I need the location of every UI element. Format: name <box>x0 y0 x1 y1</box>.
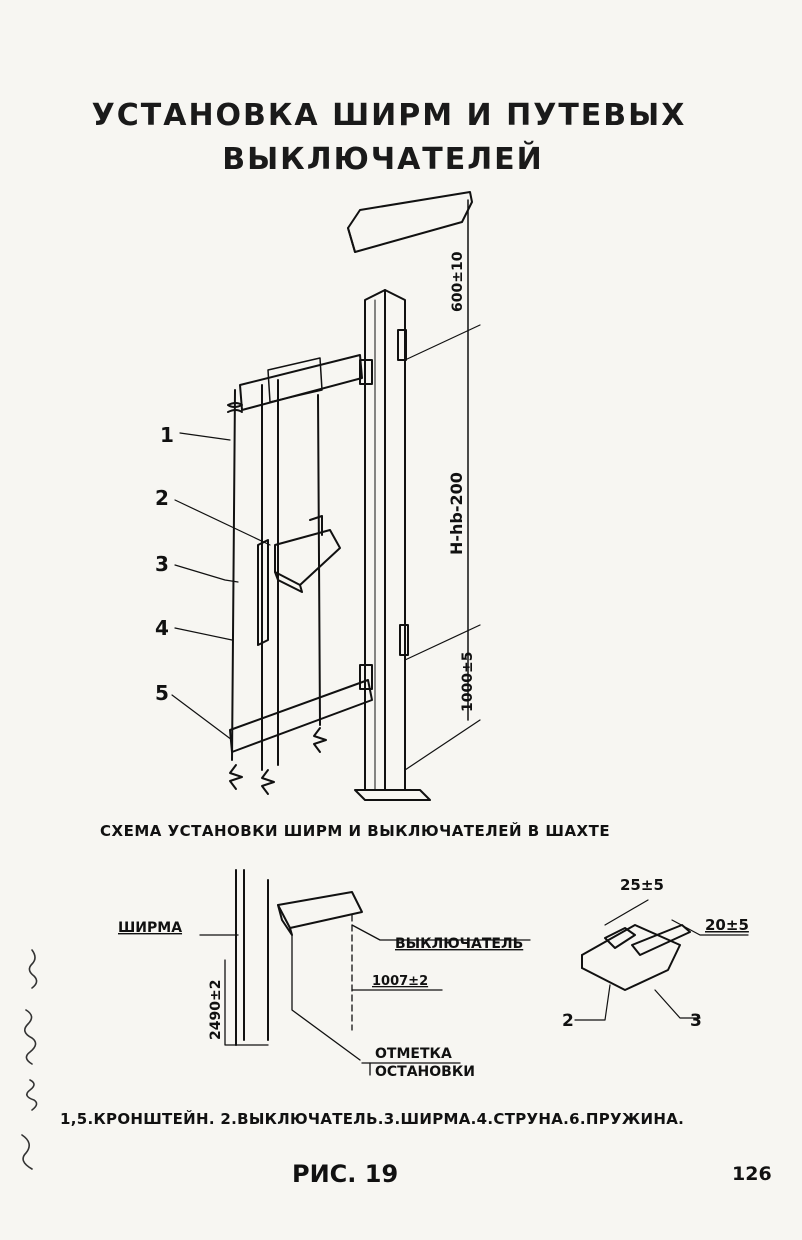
dim-600: 600±10 <box>450 251 466 312</box>
figure-number: РИС. 19 <box>292 1160 399 1188</box>
screen-plate <box>257 539 269 646</box>
schema-switch <box>277 891 363 929</box>
callout-4: 4 <box>155 616 169 640</box>
dim-2490: 2490±2 <box>208 980 224 1040</box>
post-clamp-bottom <box>359 664 373 690</box>
cabin-roof-slab <box>347 191 473 253</box>
callout-2: 2 <box>155 486 169 510</box>
callout-5: 5 <box>155 681 169 705</box>
page-title-line1: УСТАНОВКА ШИРМ И ПУТЕВЫХ <box>91 98 687 133</box>
detail-screen <box>631 924 691 956</box>
dim-25: 25±5 <box>620 876 664 894</box>
label-shirma: ШИРМА <box>118 920 182 936</box>
detail-callout-3: 3 <box>690 1011 702 1031</box>
limit-switch <box>274 529 341 586</box>
callout-3: 3 <box>155 552 169 576</box>
dim-20: 20±5 <box>705 916 749 934</box>
stop-mark-line2: ОСТАНОВКИ <box>375 1064 475 1080</box>
callout-1: 1 <box>160 423 174 447</box>
page-number: 126 <box>732 1163 772 1185</box>
upper-bracket <box>239 354 363 411</box>
detail-bracket <box>581 924 681 991</box>
dim-1007: 1007±2 <box>372 974 428 989</box>
dim-h-hb-200: H-hb-200 <box>447 472 466 555</box>
handwritten-stamp <box>21 949 38 1170</box>
string-left <box>231 389 236 761</box>
figure-legend: 1,5.КРОНШТЕЙН. 2.ВЫКЛЮЧАТЕЛЬ.3.ШИРМА.4.С… <box>60 1110 685 1128</box>
detail-callout-2: 2 <box>562 1011 574 1031</box>
dim-1000: 1000±5 <box>460 652 476 712</box>
spring-top-icon <box>227 402 243 413</box>
spring-bottom-icon <box>229 764 243 790</box>
stop-mark-line1: ОТМЕТКА <box>375 1046 452 1062</box>
post-clamp-top <box>359 359 373 385</box>
figure-caption: СХЕМА УСТАНОВКИ ШИРМ И ВЫКЛЮЧАТЕЛЕЙ В ША… <box>100 822 611 840</box>
string-right <box>317 394 321 726</box>
label-switch: ВЫКЛЮЧАТЕЛЬ <box>395 936 523 952</box>
page-title-line2: ВЫКЛЮЧАТЕЛЕЙ <box>222 142 544 177</box>
lower-bracket <box>229 679 373 753</box>
post-base <box>354 789 431 801</box>
